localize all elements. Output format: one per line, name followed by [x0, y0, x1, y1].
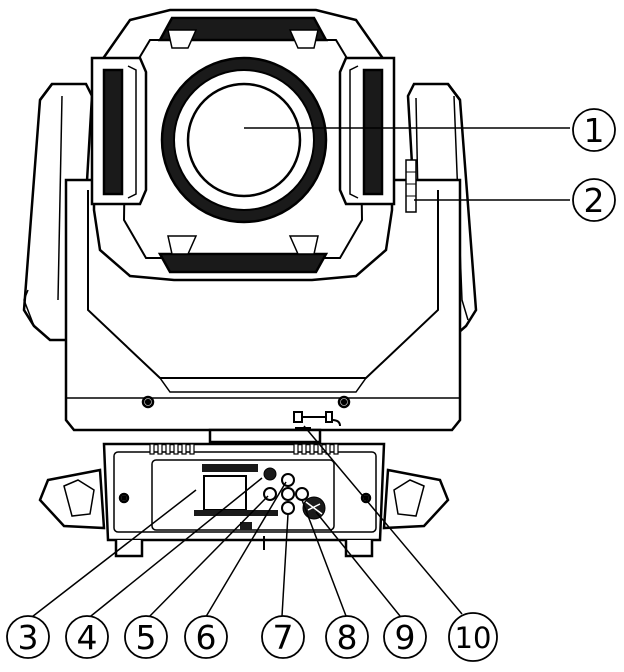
callout-number: 7	[273, 618, 294, 657]
callout-1: 1	[572, 108, 616, 152]
callout-10: 10	[448, 612, 498, 662]
front-lens	[186, 82, 302, 198]
callout-number: 10	[455, 621, 492, 655]
callout-number: 9	[395, 618, 416, 657]
callout-number: 3	[18, 618, 39, 657]
callout-number: 5	[136, 618, 157, 657]
callout-number: 4	[77, 618, 98, 657]
callout-9: 9	[383, 615, 427, 659]
callout-number: 6	[196, 618, 217, 657]
callout-7: 7	[261, 615, 305, 659]
callout-6: 6	[184, 615, 228, 659]
button-icon	[281, 501, 295, 515]
side-handle-right	[338, 56, 396, 206]
leader-lines	[27, 127, 570, 621]
callout-number: 8	[337, 618, 358, 657]
callout-number: 1	[584, 111, 605, 150]
moving-head	[90, 8, 417, 282]
button-icon	[281, 487, 295, 501]
label-strip	[202, 464, 258, 472]
tilt-lock	[405, 159, 417, 213]
callout-2: 2	[572, 178, 616, 222]
callout-4: 4	[65, 615, 109, 659]
button-icon	[295, 487, 309, 501]
callouts: 1 2 3 4 5 6 7 8	[6, 108, 616, 662]
side-handle-left	[90, 56, 148, 206]
display-screen	[203, 475, 247, 511]
callout-8: 8	[325, 615, 369, 659]
callout-3: 3	[6, 615, 50, 659]
callout-number: 2	[584, 181, 605, 220]
button-icon	[263, 467, 277, 481]
control-panel	[151, 459, 335, 531]
callout-5: 5	[124, 615, 168, 659]
button-icon	[281, 473, 295, 487]
